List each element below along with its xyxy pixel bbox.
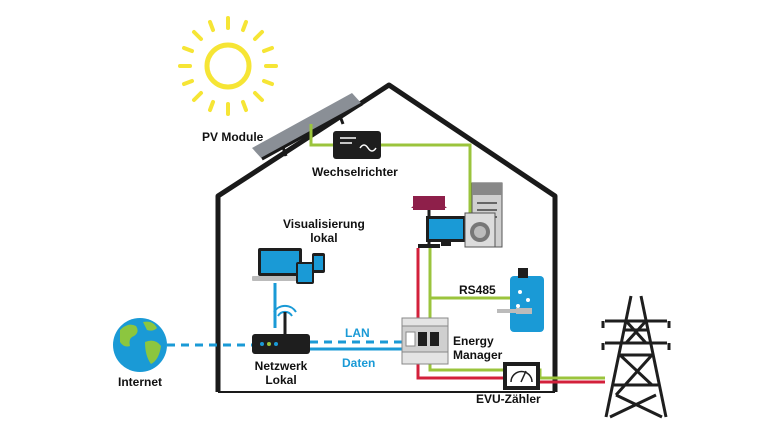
label-meter: EVU-Zähler [476, 392, 541, 406]
label-energy-manager-line1: Energy [453, 334, 494, 348]
label-data: Daten [342, 356, 376, 370]
inverter-icon [333, 131, 381, 159]
house-outline [215, 82, 558, 392]
data-lines [167, 283, 402, 351]
label-rs485: RS485 [459, 283, 496, 297]
label-energy-manager: Energy Manager [453, 334, 502, 362]
sun-icon [178, 16, 278, 116]
label-inverter: Wechselrichter [312, 165, 398, 179]
label-visualization-line2: lokal [310, 231, 338, 245]
label-visualization-line1: Visualisierung [283, 217, 365, 231]
washing-machine-icon [464, 212, 496, 248]
router-icon [252, 305, 310, 354]
label-network: Netzwerk Lokal [252, 359, 310, 387]
label-pv-module: PV Module [202, 130, 264, 144]
power-lines [416, 248, 605, 384]
meter-icon [503, 362, 540, 390]
water-heater-icon [497, 268, 544, 332]
label-network-line1: Netzwerk [254, 359, 308, 373]
globe-icon [113, 318, 167, 372]
label-lan: LAN [345, 326, 370, 340]
label-visualization: Visualisierung lokal [283, 217, 365, 245]
laptop-icon [252, 248, 308, 281]
tablet-icon [296, 262, 314, 284]
energy-manager-icon [401, 317, 449, 365]
label-network-line2: Lokal [265, 373, 297, 387]
phone-icon [312, 253, 325, 273]
power-pylon-icon [601, 295, 671, 419]
label-energy-manager-line2: Manager [453, 348, 503, 362]
tv-icon [426, 216, 466, 246]
label-internet: Internet [118, 375, 163, 389]
